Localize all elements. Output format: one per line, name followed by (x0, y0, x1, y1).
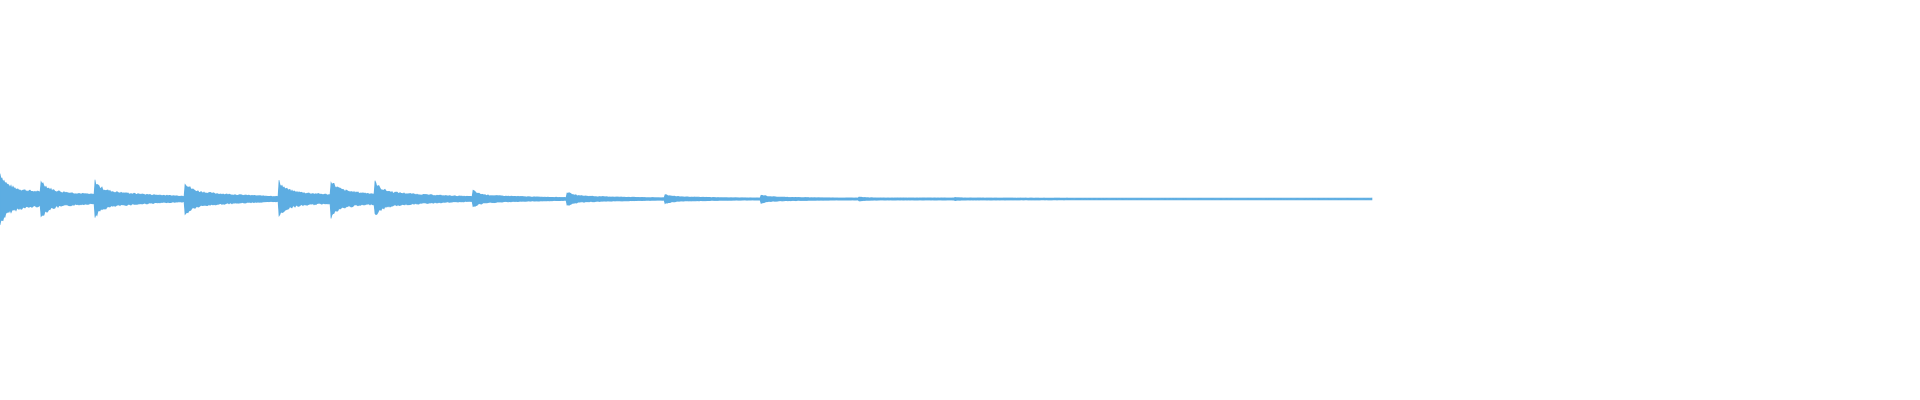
waveform-envelope (0, 173, 1373, 226)
